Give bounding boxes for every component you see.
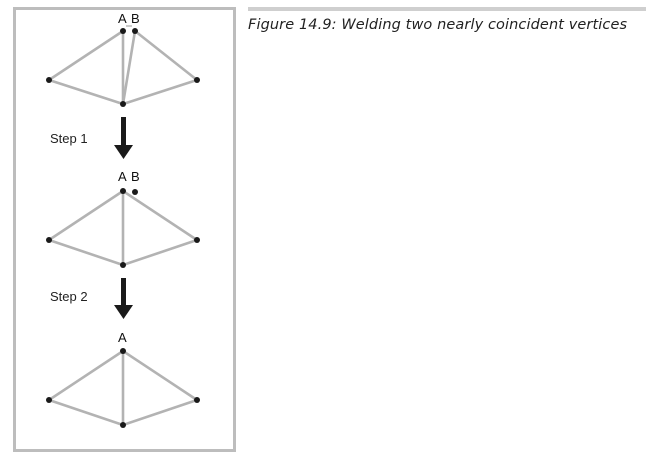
vertex-right — [194, 397, 200, 403]
arrow-down-icon — [121, 278, 126, 307]
vertex-b — [132, 189, 138, 195]
arrowhead-icon — [114, 145, 133, 159]
stage-after-step-1: A B — [46, 169, 200, 268]
step-2-arrow — [114, 278, 133, 319]
edge-left-bottom — [47, 238, 125, 267]
edge-a-right — [121, 189, 199, 242]
vertex-right — [194, 237, 200, 243]
vertex-label-a: A — [118, 169, 127, 184]
caption-divider — [248, 7, 646, 11]
edge-a-right — [121, 349, 199, 402]
stage-after-step-2: A — [46, 330, 200, 428]
edge-right-bottom — [121, 238, 199, 267]
stage-initial: A B — [46, 11, 200, 107]
vertex-b — [132, 28, 138, 34]
edge-right-bottom — [121, 398, 199, 427]
vertex-label-a: A — [118, 11, 127, 26]
vertex-bottom — [120, 422, 126, 428]
step-2-label: Step 2 — [50, 289, 88, 304]
edge-left-a — [47, 189, 125, 242]
edge-left-bottom — [47, 398, 125, 427]
vertex-a — [120, 348, 126, 354]
vertex-left — [46, 397, 52, 403]
vertex-label-a: A — [118, 330, 127, 345]
vertex-a — [120, 28, 126, 34]
vertex-bottom — [120, 101, 126, 107]
figure-caption: Figure 14.9: Welding two nearly coincide… — [248, 17, 628, 33]
edge-left-bottom — [47, 78, 125, 106]
edge-left-a — [47, 29, 125, 82]
edge-left-a — [47, 349, 125, 402]
edge-b-right — [133, 29, 199, 82]
vertex-a — [120, 188, 126, 194]
vertex-left — [46, 237, 52, 243]
edge-right-bottom — [121, 78, 199, 106]
vertex-label-b: B — [131, 11, 140, 26]
edge-b-bottom — [121, 29, 137, 106]
arrow-down-icon — [121, 117, 126, 147]
vertex-bottom — [120, 262, 126, 268]
vertex-right — [194, 77, 200, 83]
arrowhead-icon — [114, 305, 133, 319]
step-1-label: Step 1 — [50, 131, 88, 146]
vertex-label-b: B — [131, 169, 140, 184]
step-1-arrow — [114, 117, 133, 159]
vertex-left — [46, 77, 52, 83]
